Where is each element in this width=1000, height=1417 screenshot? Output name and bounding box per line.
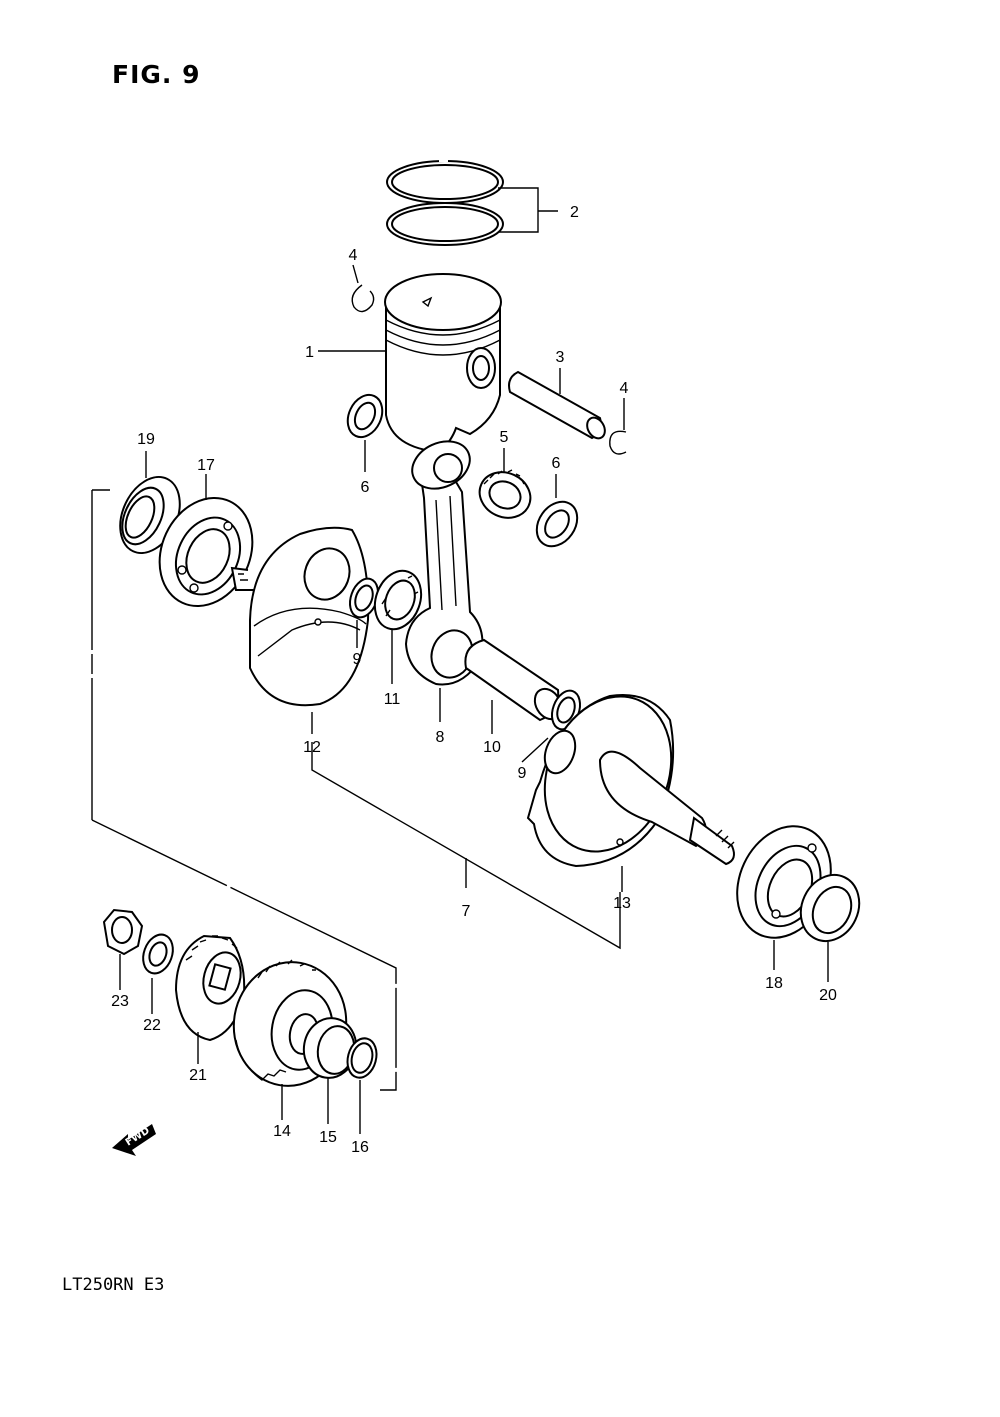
- primary-drive-gear: [174, 934, 246, 1042]
- callout-21: 21: [189, 1067, 207, 1084]
- retaining-ring: [346, 1037, 378, 1079]
- thrust-washer-right: [535, 500, 579, 548]
- piston-pin: [508, 370, 606, 440]
- crank-washer-right: [550, 689, 582, 731]
- callout-9-left: 9: [353, 651, 362, 668]
- piston-rings: [386, 158, 504, 246]
- crank-nut: [102, 908, 144, 956]
- crank-half-left: [230, 526, 370, 707]
- callout-23: 23: [111, 993, 129, 1010]
- callout-6-right: 6: [552, 455, 561, 472]
- main-bearing-left: [158, 496, 254, 608]
- callout-13: 13: [613, 895, 631, 912]
- callout-11: 11: [384, 691, 401, 708]
- callout-9-right: 9: [518, 765, 527, 782]
- callout-12: 12: [303, 739, 321, 756]
- callout-3: 3: [556, 349, 565, 366]
- oil-seal-right: [799, 873, 861, 943]
- figure-title: FIG. 9: [112, 60, 201, 89]
- callout-17: 17: [197, 457, 215, 474]
- callout-19: 19: [137, 431, 155, 448]
- thrust-washer-left: [346, 393, 384, 439]
- crank-half-right: [526, 694, 735, 868]
- callout-4-left: 4: [349, 247, 358, 264]
- callout-18: 18: [765, 975, 783, 992]
- callout-16: 16: [351, 1139, 369, 1156]
- callout-2: 2: [570, 204, 579, 221]
- callout-1: 1: [305, 344, 314, 361]
- lock-washer: [142, 933, 174, 975]
- callout-20: 20: [819, 987, 837, 1004]
- callout-22: 22: [143, 1017, 161, 1034]
- big-end-bearing: [373, 569, 423, 631]
- callout-7: 7: [462, 903, 471, 920]
- crank-pin: [464, 638, 563, 722]
- callout-6-left: 6: [361, 479, 370, 496]
- model-code: LT250RN E3: [62, 1275, 165, 1295]
- small-end-bearing: [478, 469, 532, 519]
- main-bearing-right: [736, 825, 832, 939]
- gear-spacer: [302, 1017, 358, 1079]
- circlip-left: [351, 284, 375, 313]
- callout-4-right: 4: [620, 380, 629, 397]
- forward-direction-marker: FWD: [112, 1124, 156, 1156]
- callout-14: 14: [273, 1123, 291, 1140]
- callout-15: 15: [319, 1129, 337, 1146]
- callout-5: 5: [500, 429, 509, 446]
- circlip-right: [609, 430, 627, 455]
- piston: [384, 273, 502, 454]
- connecting-rod: [404, 440, 484, 686]
- callout-8: 8: [436, 729, 445, 746]
- crank-washer-left: [348, 577, 380, 619]
- callout-10: 10: [483, 739, 501, 756]
